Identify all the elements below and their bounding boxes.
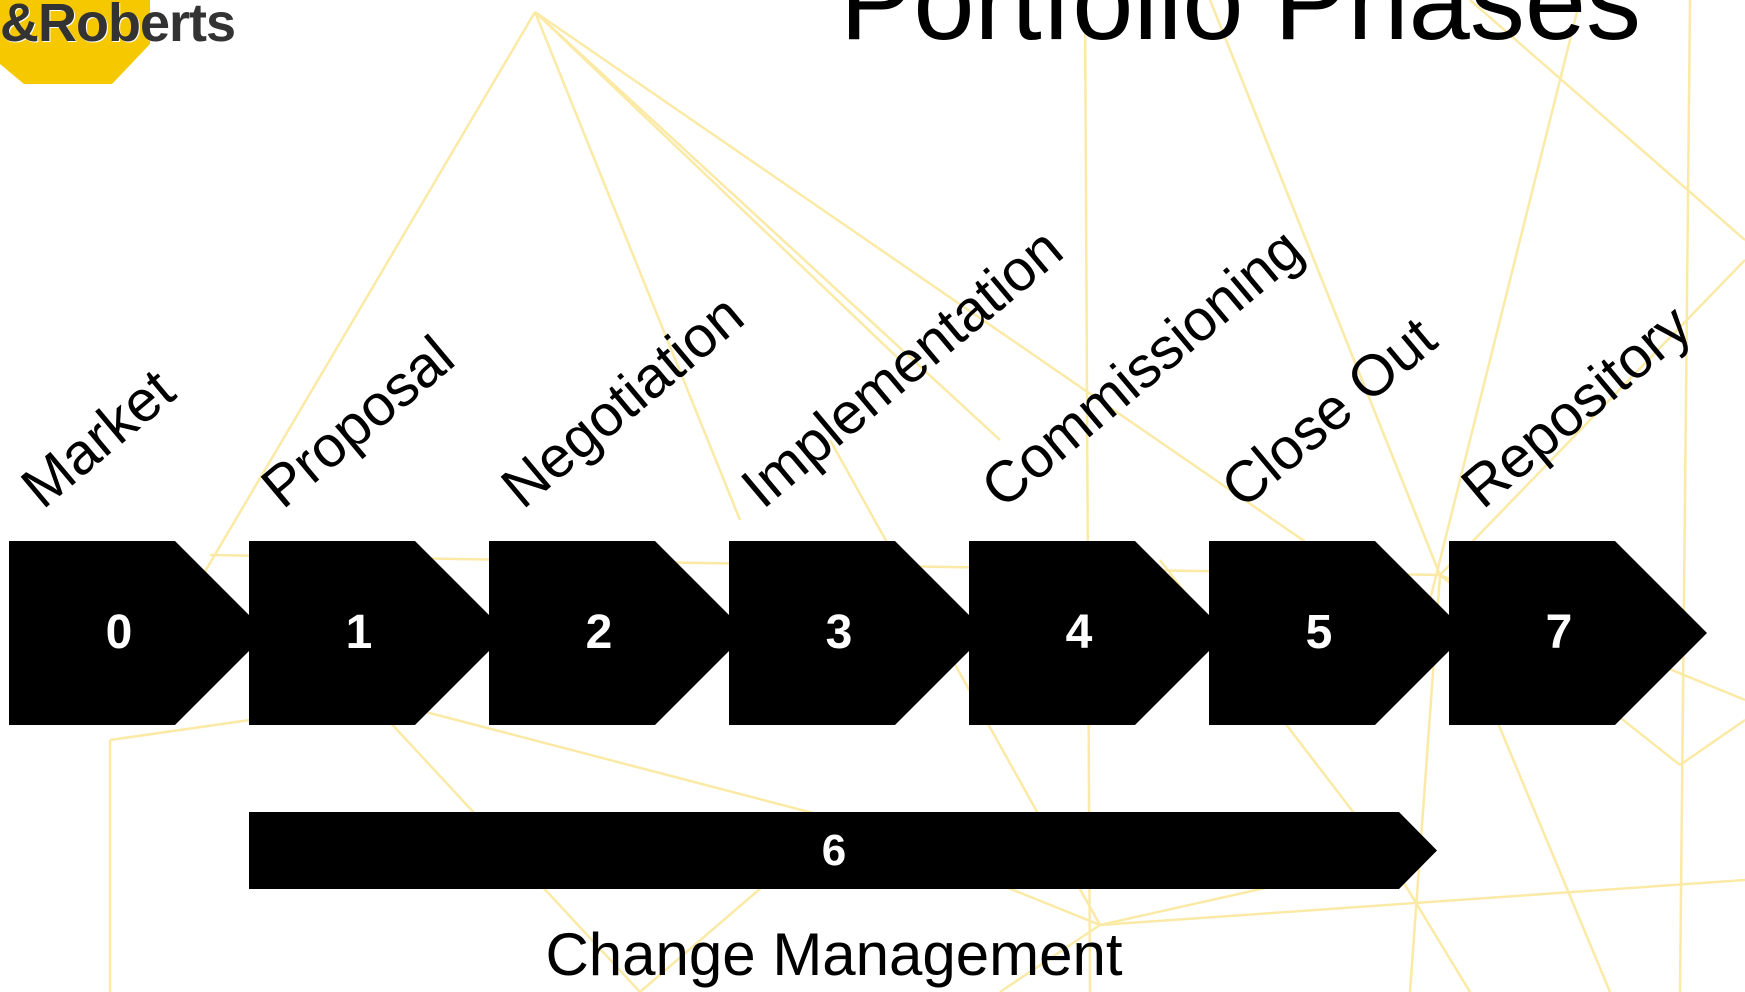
phase-chevron-3: 3 (729, 541, 987, 725)
phase-chevron-0: 0 (9, 541, 267, 725)
phase-number: 5 (1305, 606, 1333, 659)
change-management-arrow (249, 812, 1437, 889)
phase-number: 1 (345, 606, 373, 659)
company-logo: &Roberts (0, 0, 240, 86)
change-management-label: Change Management (545, 921, 1123, 988)
phase-number: 0 (105, 606, 133, 659)
page-title: Portfolio Phases (840, 0, 1641, 63)
phase-number: 7 (1545, 606, 1573, 659)
change-management-number: 6 (821, 826, 847, 875)
phase-number: 2 (585, 606, 613, 659)
phase-chevron-4: 4 (969, 541, 1227, 725)
phase-number: 4 (1065, 606, 1093, 659)
phase-chevron-5: 5 (1209, 541, 1467, 725)
logo-text: &Roberts (0, 0, 236, 53)
phase-chevron-2: 2 (489, 541, 747, 725)
logo-badge (0, 0, 150, 84)
phase-chevron-1: 1 (249, 541, 507, 725)
phase-chevron-7: 7 (1449, 541, 1707, 725)
phase-number: 3 (825, 606, 853, 659)
